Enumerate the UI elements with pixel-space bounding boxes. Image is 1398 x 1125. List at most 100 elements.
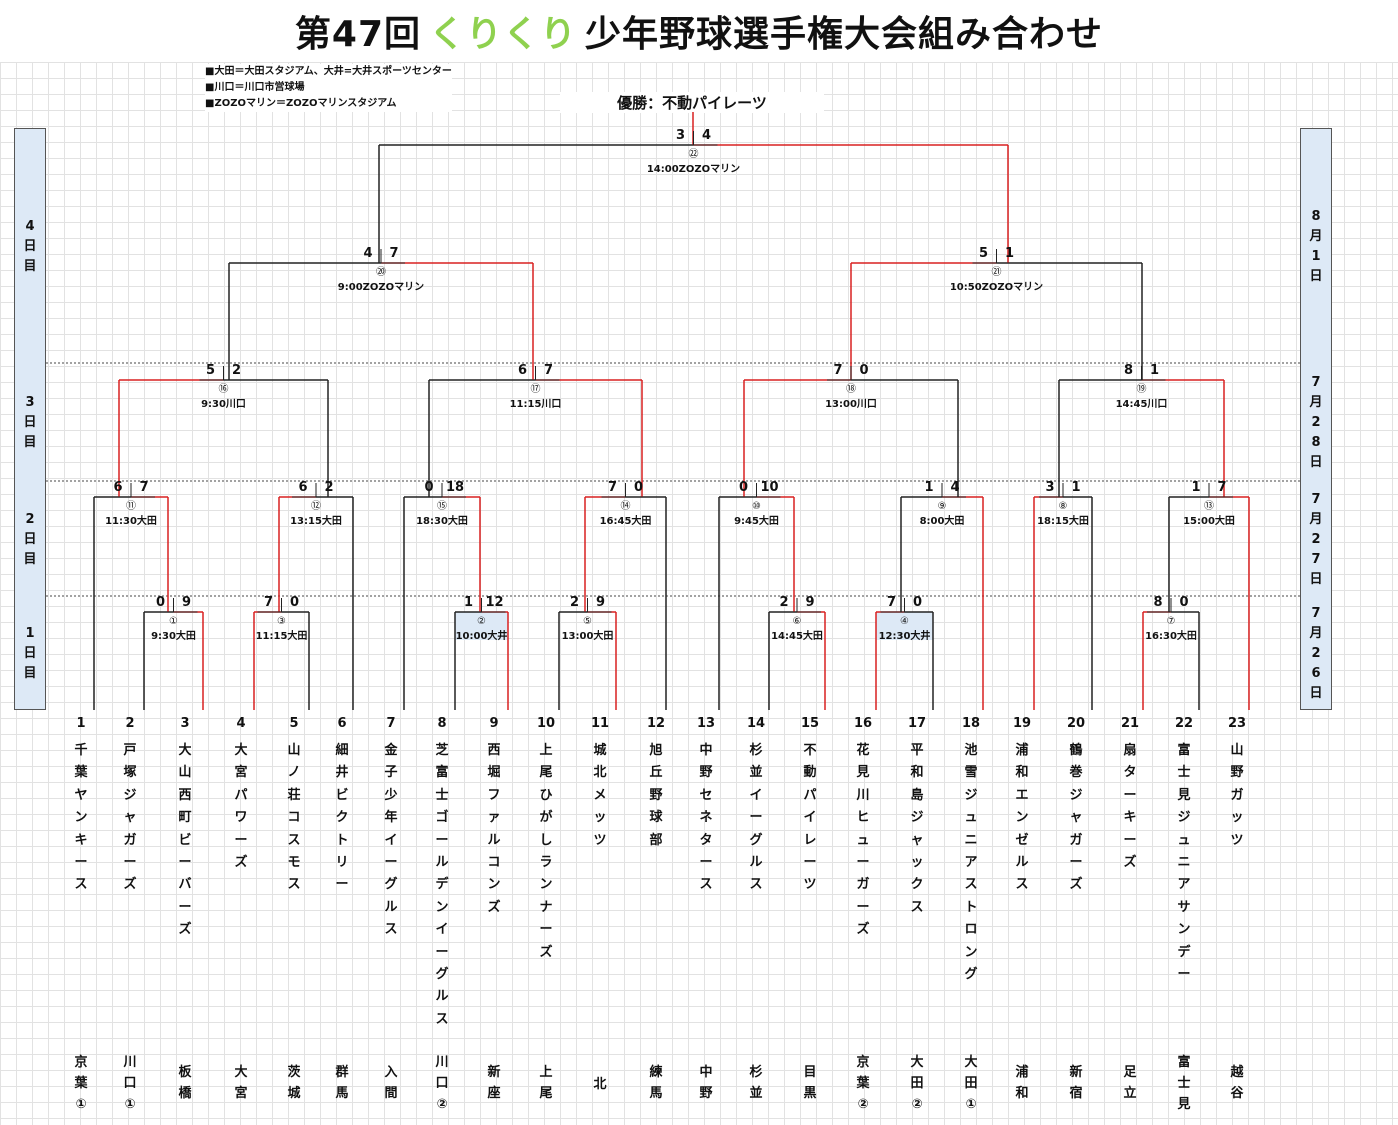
team-name-char: 堀 [487,765,501,781]
team-name-char: 富 [435,765,449,781]
team-name-char: ズ [539,944,553,960]
match-number: ⑥ [792,616,802,627]
team-name-char: 鶴 [1069,743,1083,758]
match-number: ⑤ [583,616,592,627]
team-area-char: 和 [1015,1086,1029,1101]
team-name-char: ー [384,855,398,871]
match-box-highlight [876,612,933,640]
day-char: 2 [25,511,35,527]
team-name-char: ノ [287,765,301,781]
team-name: 細井ビクトリー [330,740,354,897]
match-time-venue: 13:15大田 [290,516,342,527]
team-name-char: ズ [1069,877,1083,893]
team-name-char: ル [749,855,763,871]
team-name-char: ー [1123,787,1137,803]
title-band: 第47回くりくり少年野球選手権大会組み合わせ [0,0,1398,62]
team-name-char: ニ [964,832,978,848]
score-left: 2 [569,595,580,610]
team-name-char: タ [699,832,713,848]
match-number: ⑭ [620,501,631,512]
score-right: 4 [701,128,712,143]
team-name: 大山西町ビーバーズ [173,740,197,942]
team-name-char: ー [539,922,553,938]
team-number: 7 [386,716,396,731]
team-area-char: 群 [335,1065,349,1080]
team-name-char: ー [1177,967,1191,983]
team-name-char: イ [803,810,817,826]
match-time-venue: 10:00大井 [455,631,508,642]
score-left: 3 [675,128,686,143]
team-name-char: 西 [487,743,501,758]
team-name-char: ァ [487,810,501,826]
team-number: 11 [590,716,610,731]
team-name-char: 浦 [1015,743,1029,758]
team-name: 杉並イーグルス [744,740,768,897]
score-right: 0 [633,480,644,495]
score-left: 3 [1045,480,1055,495]
team-name-char: ス [384,922,398,938]
team-name-char: ス [74,877,88,893]
team-number: 15 [800,716,820,731]
team-name-char: ズ [234,855,248,871]
team-area-char: 黒 [803,1086,817,1101]
team-number: 20 [1066,716,1086,731]
team-name-char: 荘 [287,787,301,803]
date-char: 2 [1311,415,1321,430]
match-time-venue: 14:45川口 [1115,399,1168,410]
match-time-venue: 18:30大田 [416,516,468,527]
match-number: ① [169,616,178,627]
team-name-char: フ [487,787,501,803]
match-time-venue: 9:30川口 [201,399,246,410]
team-area-char: 谷 [1230,1086,1244,1101]
team-name-char: 芝 [435,743,449,758]
team-area-char: 杉 [749,1065,763,1080]
team-area: 茨城 [282,1062,306,1104]
team-name-char: イ [749,787,763,803]
team-number: 9 [489,716,499,731]
team-name: 西堀ファルコンズ [482,740,506,919]
team-name-char: レ [803,832,817,848]
match-number: ⑩ [752,501,761,512]
score-left: 1 [924,480,934,495]
team-name-char: ー [803,855,817,871]
team-name-char: ュ [964,810,978,826]
team-name-char: が [539,810,553,826]
team-name-char: 巻 [1069,765,1083,781]
match-number: ㉑ [991,267,1002,278]
venue-note: ■大田＝大田スタジアム、大井=大井スポーツセンター [205,66,452,77]
team-area-char: 川 [435,1055,449,1070]
team-name: 千葉ヤンキース [69,740,93,897]
match-number: ㉒ [688,149,699,160]
team-area: 目黒 [798,1062,822,1104]
team-name-char: リ [335,855,349,871]
score-left: 8 [1123,363,1134,378]
team-name-char: ス [1015,877,1029,893]
team-area: 浦和 [1010,1062,1034,1104]
team-name-char: 金 [384,743,398,758]
score-left: 0 [424,480,434,495]
date-char: 日 [1309,571,1323,587]
team-name-char: ツ [593,832,607,848]
day-char: 日 [23,238,37,254]
team-name-char: 大 [234,743,248,758]
team-name-char: ー [749,810,763,826]
team-name-char: ッ [910,855,924,871]
team-name-char: ッ [593,810,607,826]
score-left: 8 [1153,595,1163,610]
match-number: ② [477,616,486,627]
team-name-char: コ [487,855,501,871]
match-time-venue: 9:45大田 [734,516,779,527]
team-name-char: ジ [1069,787,1083,803]
team-name-char: バ [178,877,192,893]
score-left: 7 [607,480,618,495]
team-number: 18 [961,716,981,731]
score-right: 0 [912,595,923,610]
date-char: 日 [1309,686,1323,701]
team-name-char: 年 [384,810,398,826]
score-right: 7 [543,363,554,378]
